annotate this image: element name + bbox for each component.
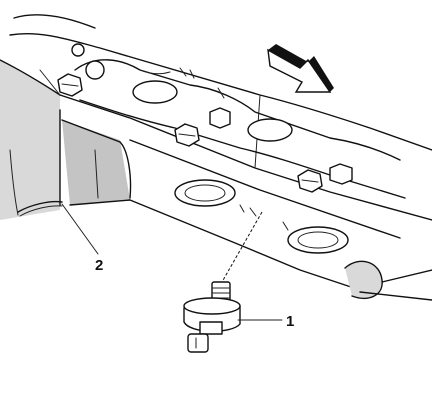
cylinder-head — [9, 14, 432, 291]
callout-number: 1 — [286, 313, 294, 330]
manifold-flange — [74, 59, 406, 199]
block-end — [344, 260, 432, 301]
engine-block — [0, 59, 132, 220]
intake-ports — [174, 179, 349, 254]
exhaust-port — [132, 80, 178, 104]
bolt-head-icon — [57, 43, 353, 193]
callout-number: 2 — [95, 257, 103, 274]
exhaust-port — [247, 118, 293, 142]
wiring-harness — [17, 200, 63, 217]
view-arrow-icon — [267, 44, 334, 93]
callout-2: 2 — [61, 203, 103, 274]
callout-1: 1 — [237, 313, 294, 330]
knock-sensor — [183, 211, 263, 353]
